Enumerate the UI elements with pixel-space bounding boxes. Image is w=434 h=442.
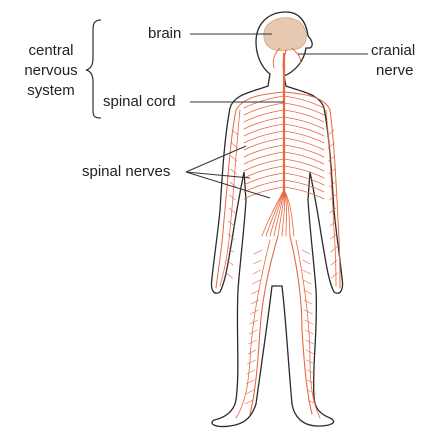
- label-cranial-line1: cranial: [371, 42, 415, 59]
- label-spinal-nerves: spinal nerves: [82, 163, 170, 180]
- label-cns-line1: central: [14, 42, 88, 59]
- label-cns-line3: system: [14, 82, 88, 99]
- label-cns-line2: nervous: [14, 62, 88, 79]
- label-brain: brain: [148, 25, 181, 42]
- label-spinal-cord: spinal cord: [103, 93, 176, 110]
- arm-branch: [227, 273, 233, 278]
- arm-branch: [328, 130, 334, 135]
- cns-brace: [86, 20, 101, 118]
- label-cranial-line2: nerve: [376, 62, 414, 79]
